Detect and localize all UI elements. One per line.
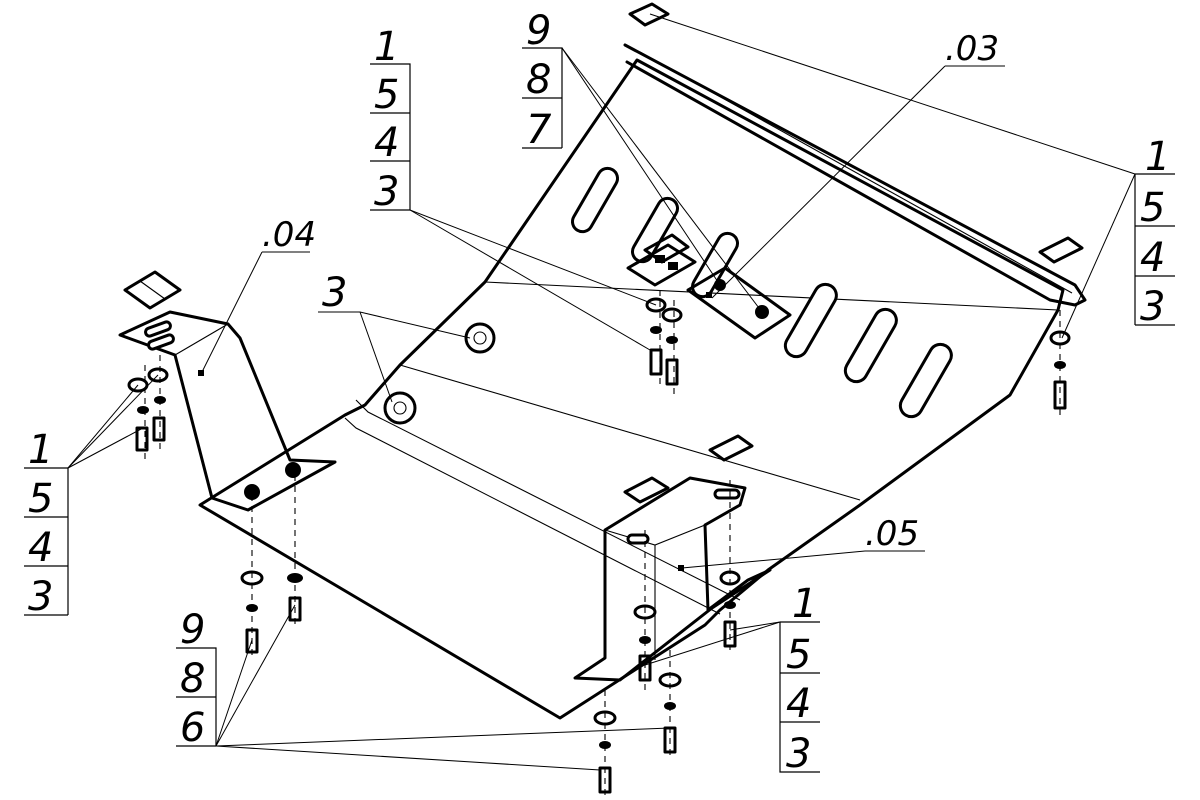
leader-lines bbox=[24, 13, 1175, 771]
stack-label: 9 bbox=[526, 8, 551, 54]
stack-label: 8 bbox=[180, 656, 205, 702]
stack-label: 8 bbox=[526, 57, 551, 103]
bracket-05 bbox=[573, 476, 772, 682]
stack-label: 3 bbox=[374, 169, 399, 215]
stack-label: 4 bbox=[1140, 235, 1165, 281]
bracket-03 bbox=[686, 266, 792, 340]
stack-label: 5 bbox=[374, 72, 399, 118]
center-lines bbox=[144, 290, 1061, 795]
stack-label: 3 bbox=[28, 574, 53, 620]
fastener-stacks bbox=[127, 297, 1071, 794]
stack-label: 5 bbox=[786, 632, 811, 678]
plate-nut-icon bbox=[626, 233, 697, 287]
bolt-icon bbox=[127, 367, 169, 452]
stack-label: 3 bbox=[1140, 284, 1165, 330]
stack-label: 5 bbox=[1140, 185, 1165, 231]
label-stack-bottom-left: 9 8 6 bbox=[176, 607, 217, 751]
stack-label: 5 bbox=[28, 476, 53, 522]
stack-label: 4 bbox=[374, 120, 399, 166]
bolt-icon bbox=[240, 570, 303, 654]
part-ref-03: .03 bbox=[945, 29, 999, 69]
part-ref-04: .04 bbox=[262, 215, 316, 255]
stack-label: 1 bbox=[28, 427, 53, 473]
plate-nut-icon bbox=[123, 270, 182, 310]
stack-label: 4 bbox=[786, 681, 811, 727]
washer-icon bbox=[383, 322, 496, 425]
stack-label: 1 bbox=[792, 581, 817, 627]
plate-nut-icon bbox=[623, 2, 1084, 504]
bracket-04 bbox=[118, 310, 337, 512]
stack-label: 1 bbox=[374, 24, 399, 70]
stack-label: 4 bbox=[28, 525, 53, 571]
stack-label: 1 bbox=[1145, 134, 1170, 180]
label-stack-top-mid: 9 8 7 bbox=[522, 8, 563, 153]
bolt-icon bbox=[645, 297, 683, 386]
stack-label: 3 bbox=[786, 731, 811, 777]
label-stack-bottom-right: 1 5 4 3 bbox=[779, 581, 820, 777]
skid-plate bbox=[198, 43, 1087, 720]
stack-label: 9 bbox=[180, 607, 205, 653]
part-ref-05: .05 bbox=[865, 514, 919, 554]
stack-label: 7 bbox=[526, 107, 552, 153]
label-stack-right: 1 5 4 3 bbox=[1134, 134, 1175, 330]
vent-slots bbox=[571, 166, 953, 419]
label-stack-left: 1 5 4 3 bbox=[24, 427, 69, 620]
center-washer-label: 3 bbox=[322, 270, 347, 316]
stack-label: 6 bbox=[180, 705, 205, 751]
label-stack-top-center: 1 5 4 3 bbox=[370, 24, 411, 215]
